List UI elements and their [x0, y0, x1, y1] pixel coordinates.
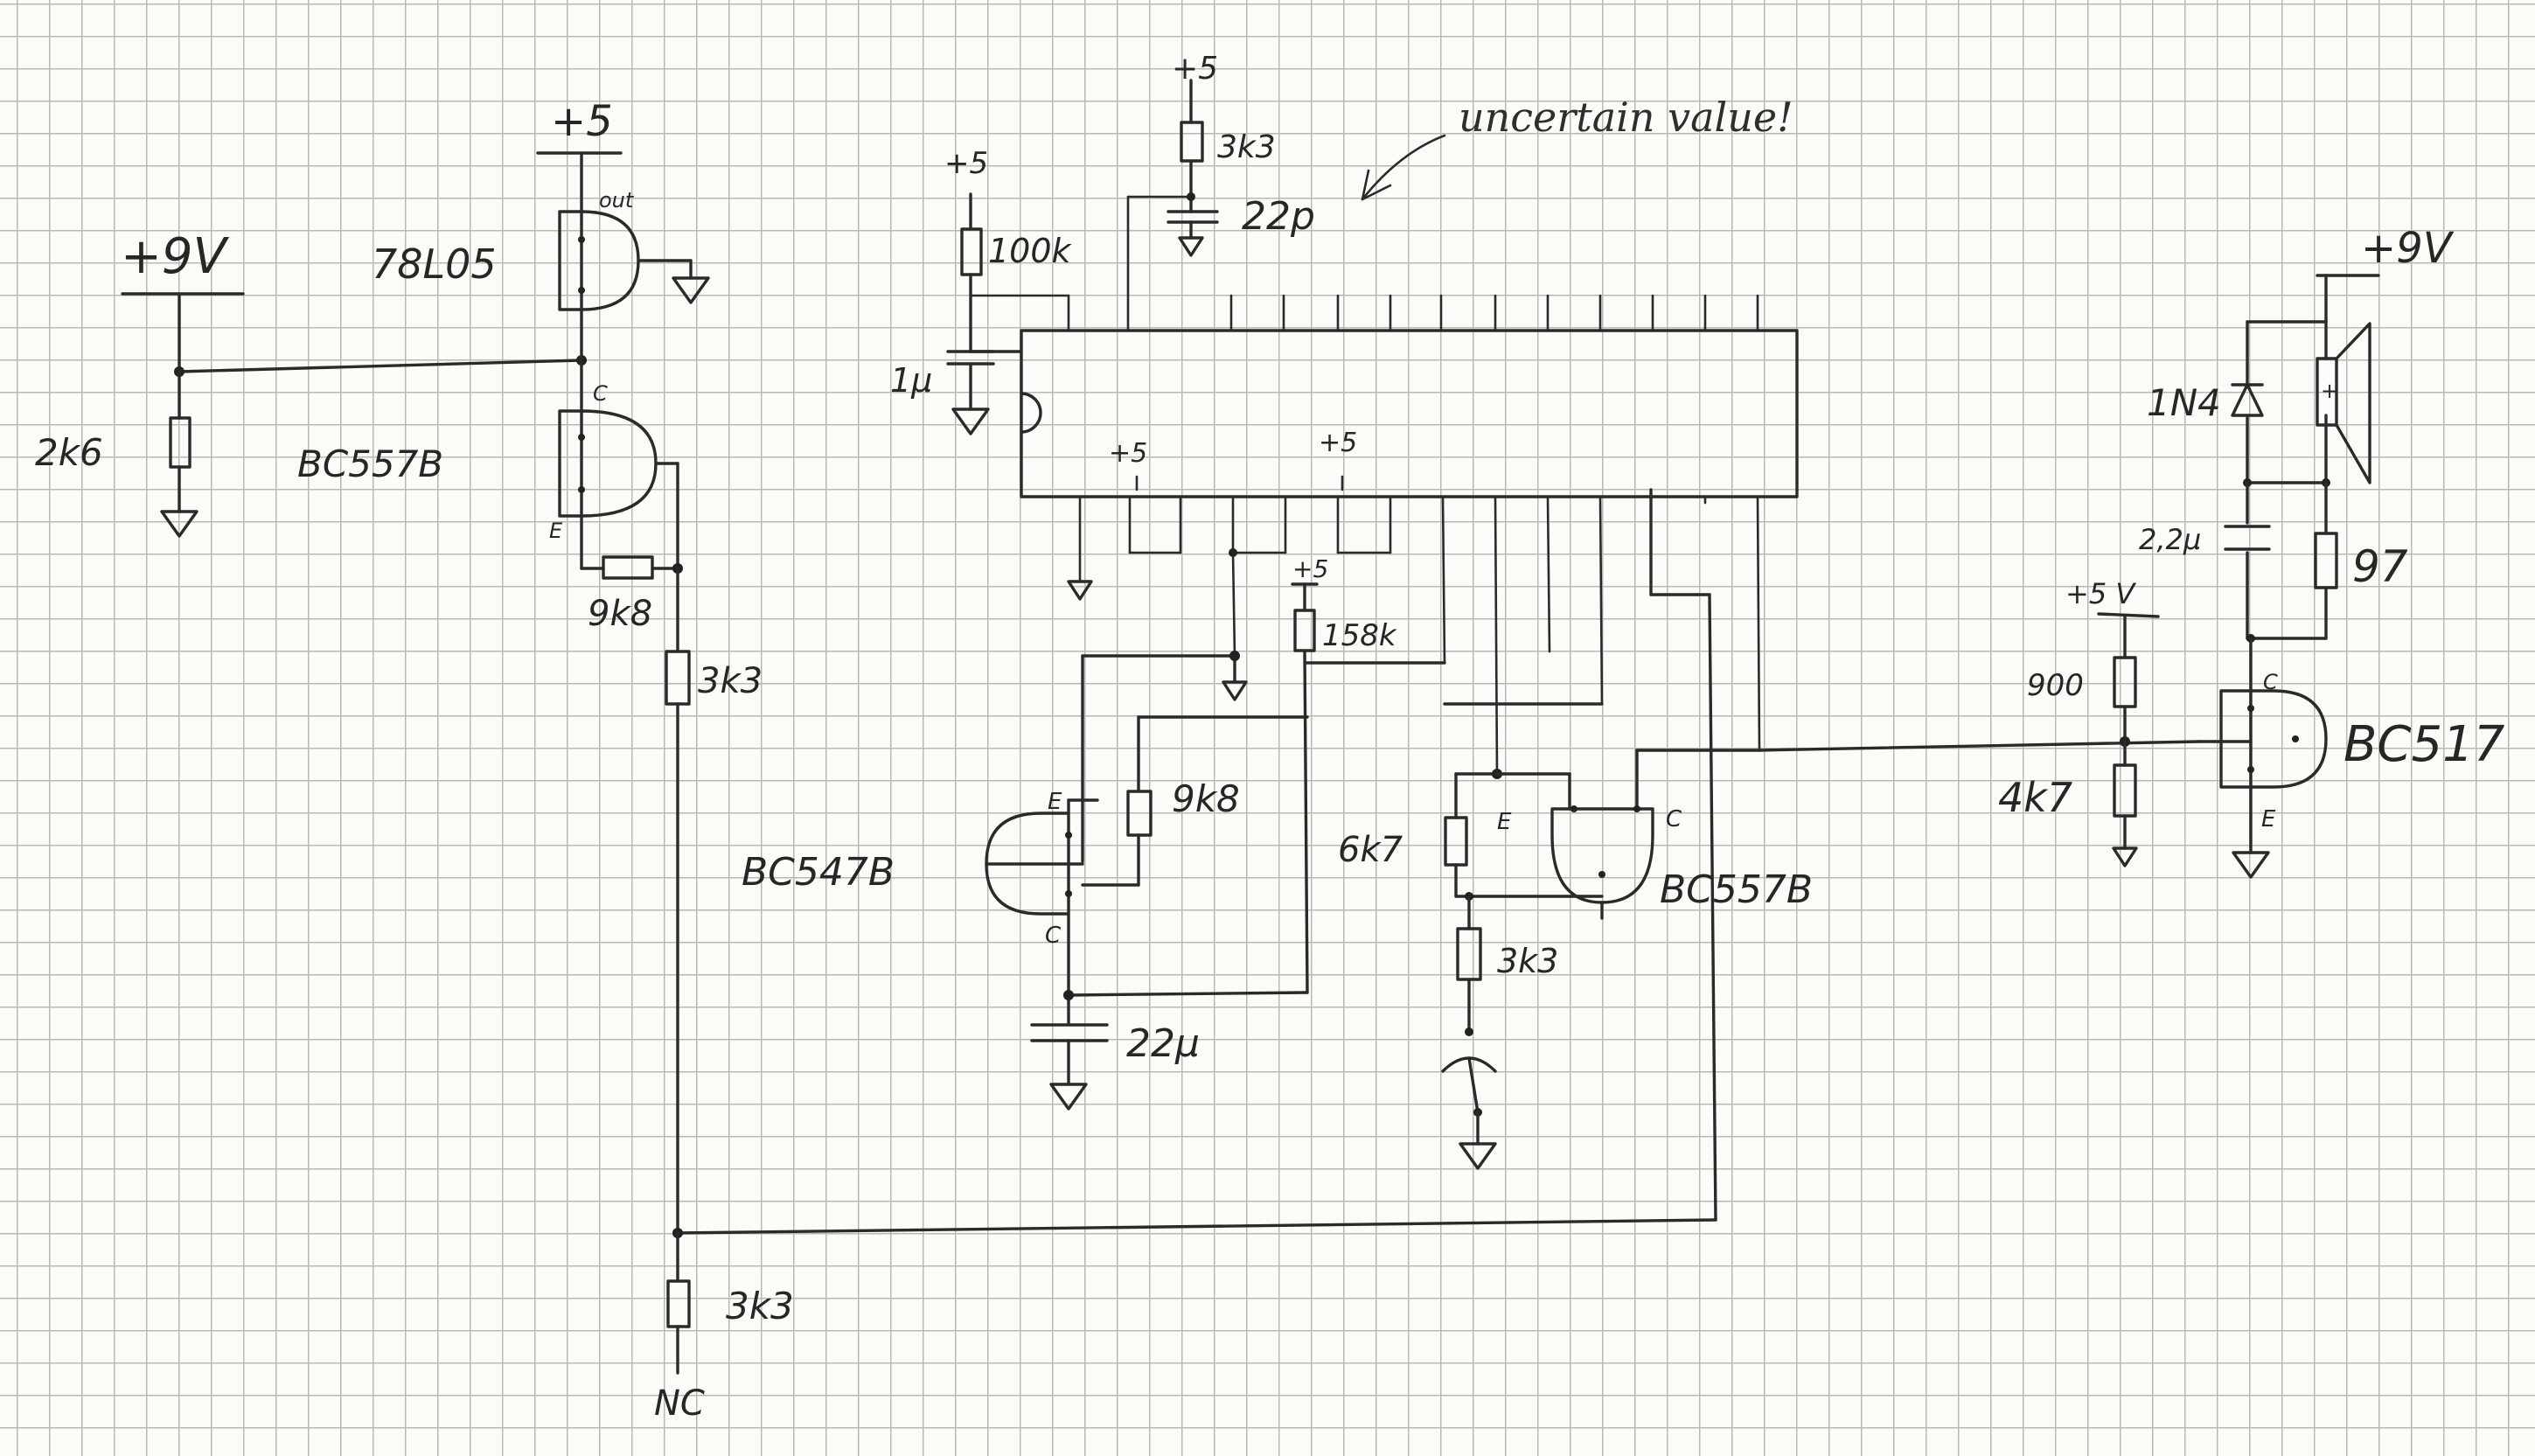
- resistor-4k7: [2112, 740, 2138, 867]
- ic-body: [1020, 329, 1799, 498]
- label-2u2: 2,2µ: [2139, 523, 2201, 556]
- label-100k: 100k: [988, 232, 1073, 270]
- label-9k8-a: 9k8: [588, 594, 652, 634]
- input-9v-rail: [121, 292, 587, 377]
- label-3k3-a: 3k3: [698, 661, 763, 701]
- label-9k8-b: 9k8: [1172, 777, 1240, 820]
- resistor-158k: [1067, 582, 1446, 997]
- label-3k3-b: 3k3: [1497, 942, 1558, 980]
- label-5v-top-b: +5: [1172, 51, 1218, 87]
- label-2k6: 2k6: [35, 431, 103, 474]
- label-bc517: BC517: [2343, 716, 2505, 773]
- capacitor-22p: [1167, 192, 1219, 257]
- label-5v-regulator: +5: [551, 97, 613, 146]
- label-5v-ic-b: +5: [1319, 428, 1357, 458]
- speaker: [2316, 322, 2371, 484]
- resistor-2k6: [160, 370, 198, 538]
- label-6k7: 6k7: [1338, 830, 1403, 870]
- label-q3-c: C: [1666, 806, 1682, 832]
- label-3k3-nc: 3k3: [726, 1285, 794, 1327]
- label-97: 97: [2352, 541, 2408, 592]
- output-bus: [672, 488, 1717, 1238]
- label-q4-e: E: [2261, 806, 2276, 832]
- label-nc: NC: [654, 1383, 705, 1424]
- label-158k: 158k: [1322, 618, 1397, 653]
- speaker-supply: [2243, 274, 2380, 693]
- label-bc547b-q2: BC547B: [742, 850, 895, 895]
- resistor-9k8-a: [602, 555, 683, 580]
- transistor-bc557b-q1: [558, 359, 679, 570]
- label-q2-e: E: [1048, 789, 1062, 815]
- label-22u: 22µ: [1126, 1021, 1200, 1066]
- label-speaker-plus: +: [2321, 379, 2338, 403]
- resistor-100k: [960, 192, 1023, 353]
- label-5v-mid: +5: [1292, 554, 1328, 583]
- annotation-arrow: [1361, 134, 1446, 201]
- transistor-bc547b-q2: [985, 651, 1309, 1003]
- label-q1-c: C: [593, 381, 608, 406]
- resistor-97: [2314, 532, 2338, 589]
- resistor-3k3-b: [1441, 927, 1497, 1170]
- label-5v-top-a: +5: [944, 146, 988, 181]
- diode-1n4: [2231, 383, 2264, 417]
- ic-bottom-pins: [1067, 475, 1761, 776]
- resistor-6k7: [1444, 816, 1604, 930]
- label-5v-right: +5 V: [2065, 577, 2136, 610]
- label-9v-speaker: +9V: [2361, 224, 2455, 273]
- ic-pin-to-q4: [1758, 740, 2201, 752]
- label-9v-input: +9V: [121, 228, 230, 285]
- label-reg-out: out: [599, 188, 635, 212]
- regulator-78l05: [536, 151, 710, 362]
- label-uncertain-value: uncertain value!: [1459, 94, 1793, 141]
- label-5v-ic-a: +5: [1109, 438, 1147, 469]
- resistor-900: [2097, 612, 2160, 747]
- capacitor-2u2: [2224, 525, 2271, 551]
- label-1u: 1µ: [890, 361, 932, 400]
- transistor-bc517-q4: [2197, 689, 2328, 879]
- label-bc557b-q1: BC557B: [297, 442, 443, 485]
- resistor-3k3-nc: [666, 1231, 691, 1375]
- capacitor-22u: [1030, 990, 1109, 1111]
- resistor-3k3-a: [665, 567, 691, 1235]
- label-78l05: 78L05: [372, 240, 497, 288]
- ic-top-pins: [969, 195, 1759, 332]
- label-q2-c: C: [1045, 923, 1062, 949]
- label-900: 900: [2027, 668, 2084, 703]
- label-3k3-top: 3k3: [1217, 129, 1276, 165]
- resistor-3k3-top: [1180, 79, 1204, 199]
- label-4k7: 4k7: [1998, 774, 2072, 821]
- capacitor-1u: [946, 350, 995, 435]
- label-bc557b-q3: BC557B: [1660, 867, 1813, 912]
- label-q3-e: E: [1497, 809, 1512, 835]
- label-q4-c: C: [2263, 670, 2278, 694]
- label-1n4: 1N4: [2147, 381, 2221, 424]
- transistor-bc557b-q3: [1443, 702, 1761, 920]
- label-q1-e: E: [549, 519, 563, 543]
- label-22p: 22p: [1242, 194, 1315, 239]
